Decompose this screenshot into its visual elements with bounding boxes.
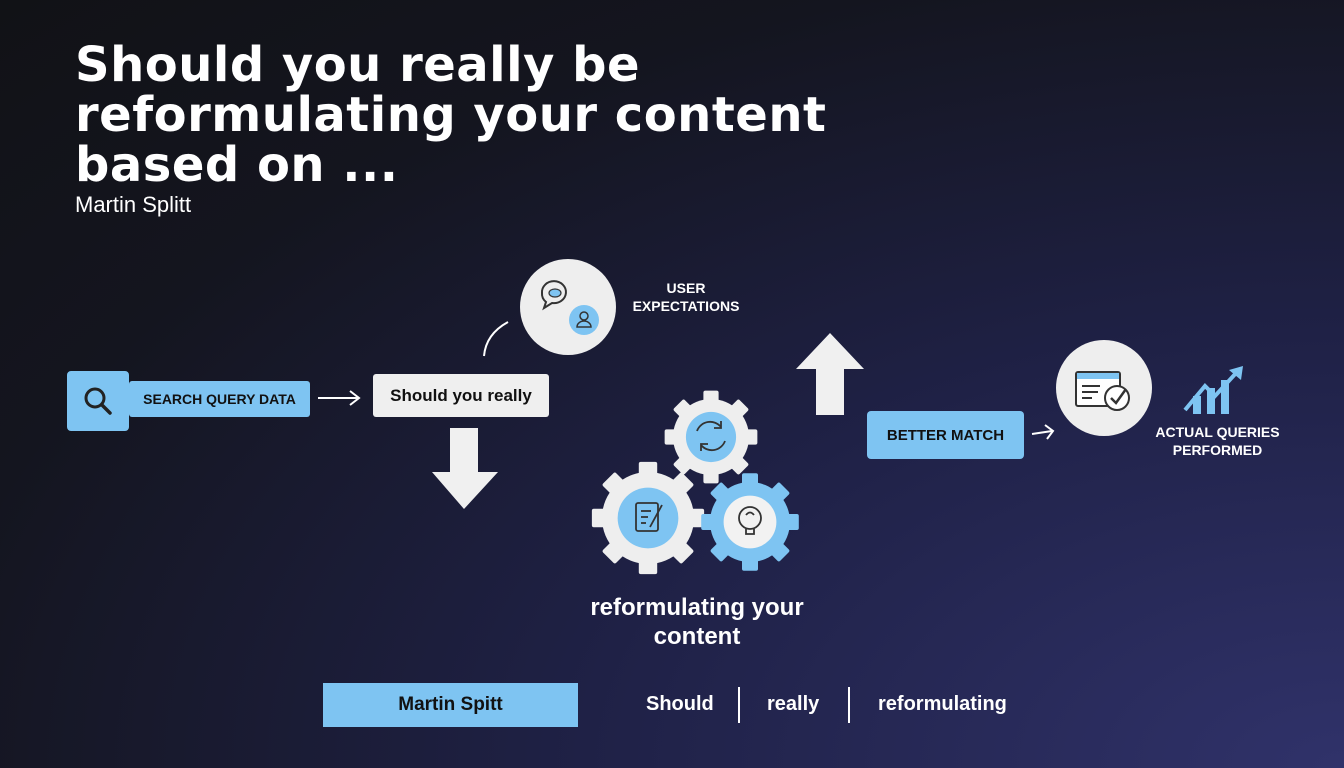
label-line: PERFORMED (1172, 442, 1263, 458)
caption-line: content (653, 623, 741, 650)
question-box: Should you really (373, 374, 549, 417)
footer-keyword: really (767, 693, 820, 715)
arrow-right-icon (1031, 424, 1055, 440)
caption-line: reformulating your (590, 594, 804, 621)
user-expectations-circle (520, 259, 616, 355)
author-subtitle: Martin Splitt (75, 192, 192, 217)
gear-brain-idea-icon (701, 473, 799, 571)
results-circle (1056, 340, 1152, 436)
search-query-label: SEARCH QUERY DATA (129, 381, 310, 417)
divider (848, 687, 850, 723)
label-line: ACTUAL QUERIES (1155, 424, 1280, 440)
gear-refresh-icon (664, 390, 758, 484)
search-icon (67, 371, 129, 431)
connector-curve (483, 321, 509, 357)
footer-keyword: Should (646, 693, 714, 715)
arrow-right-icon (318, 390, 361, 406)
gear-document-edit-icon (591, 461, 705, 575)
actual-queries-label: ACTUAL QUERIES PERFORMED (1150, 423, 1285, 459)
growth-chart-icon (1183, 366, 1243, 414)
footer-keyword: reformulating (878, 693, 1007, 715)
footer-name-box: Martin Spitt (323, 683, 578, 727)
browser-check-icon (1075, 371, 1130, 411)
arrow-up-icon (796, 333, 864, 415)
title-line: based on ... (75, 137, 399, 193)
title-line: Should you really be (75, 37, 640, 93)
arrow-down-icon (432, 428, 498, 509)
user-expectations-label: USER EXPECTATIONS (625, 279, 747, 315)
page-title: Should you really be reformulating your … (75, 40, 826, 190)
title-line: reformulating your content (75, 87, 827, 143)
speech-bubble-user-icon (540, 280, 599, 335)
label-line: USER (666, 280, 706, 296)
gears-group (591, 390, 799, 575)
divider (738, 687, 740, 723)
label-line: EXPECTATIONS (632, 298, 740, 314)
better-match-box: BETTER MATCH (867, 411, 1024, 459)
